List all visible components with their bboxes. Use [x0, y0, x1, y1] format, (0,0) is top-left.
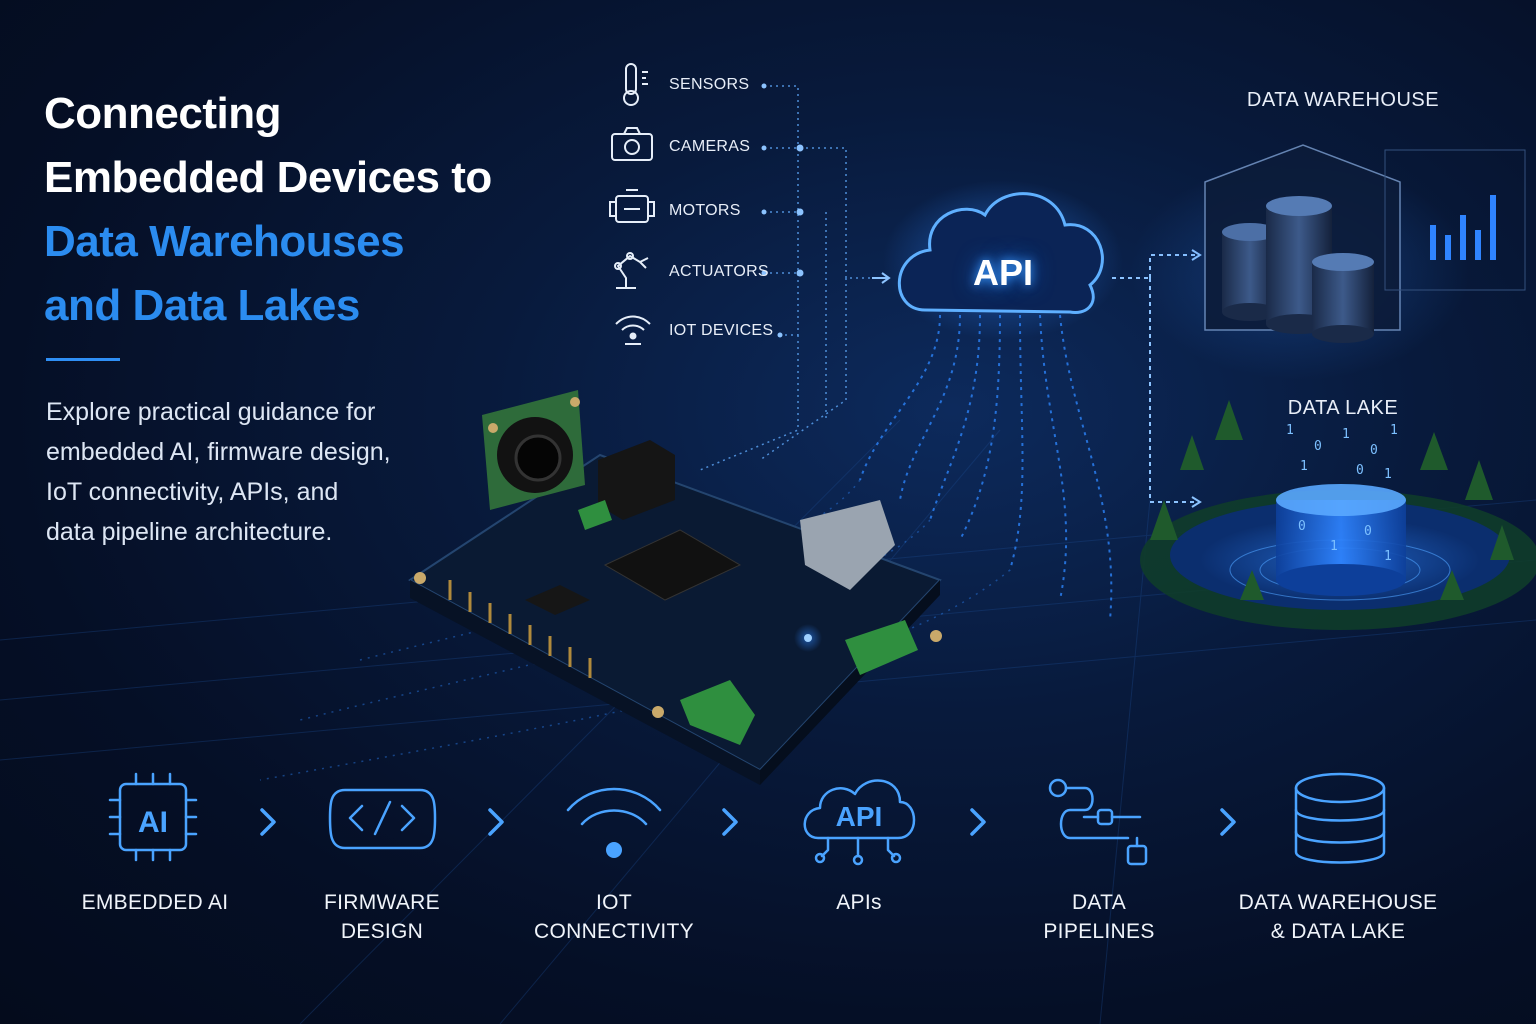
ai-chip-icon [108, 772, 198, 862]
step-embedded-ai: EMBEDDED AI [35, 888, 275, 917]
title-highlight-line: Data Warehouses [44, 217, 405, 266]
bit: 1 [1384, 467, 1392, 482]
step-label-line: & DATA LAKE [1270, 920, 1406, 943]
title-line: Connecting [44, 89, 281, 138]
source-label-sensors: SENSORS [669, 76, 750, 93]
step-label-line: IOT [596, 891, 632, 914]
ai-chip-text: AI [138, 806, 168, 839]
api-cloud-shape [883, 180, 1123, 340]
step-label-line: DESIGN [340, 920, 424, 943]
motor-icon [609, 189, 655, 223]
chevron-right-icon [260, 808, 1236, 836]
step-label-line: FIRMWARE [324, 891, 440, 914]
source-label-iot-devices: IOT DEVICES [669, 322, 774, 339]
step-label-line: APIs [836, 891, 882, 914]
step-label-line: CONNECTIVITY [534, 920, 694, 943]
step-apis: APIs [739, 888, 979, 917]
bit: 1 [1330, 539, 1338, 554]
step-label-line: DATA WAREHOUSE [1238, 891, 1438, 914]
warehouse-building [1130, 144, 1526, 380]
embedded-board-illustration [408, 390, 942, 785]
api-cloud-icon [803, 779, 916, 866]
bit: 0 [1370, 443, 1378, 458]
pipeline-icon [1048, 778, 1148, 866]
data-lake-island [1140, 400, 1536, 630]
database-icon [1294, 772, 1386, 864]
bit: 0 [1356, 463, 1364, 478]
bit: 1 [1390, 423, 1398, 438]
title-divider [46, 358, 120, 361]
page-title: Connecting Embedded Devices to Data Ware… [44, 82, 492, 338]
api-icon-text: API [836, 801, 883, 832]
intro-paragraph: Explore practical guidance for embedded … [46, 392, 466, 552]
source-label-motors: MOTORS [669, 202, 741, 219]
step-data-pipelines: DATA PIPELINES [979, 888, 1219, 946]
wifi-dot [606, 842, 622, 858]
binary-stream: 1 0 1 0 1 1 0 1 0 1 0 1 [1286, 423, 1398, 564]
wifi-icon [615, 315, 651, 345]
bit: 0 [1314, 439, 1322, 454]
step-data-warehouse-lake: DATA WAREHOUSE & DATA LAKE [1218, 888, 1458, 946]
step-firmware-design: FIRMWARE DESIGN [262, 888, 502, 946]
source-icons [609, 63, 655, 345]
camera-icon [611, 127, 653, 161]
code-icon [328, 788, 437, 850]
source-label-cameras: CAMERAS [669, 138, 751, 155]
bit: 1 [1300, 459, 1308, 474]
bit: 0 [1298, 519, 1306, 534]
bit: 1 [1286, 423, 1294, 438]
step-label-line: EMBEDDED AI [81, 891, 229, 914]
steps-icon-row: AI API [108, 772, 1386, 866]
data-warehouse-label: DATA WAREHOUSE [1246, 89, 1440, 111]
api-cloud-label: API [972, 252, 1034, 293]
source-label-actuators: ACTUATORS [669, 263, 769, 280]
step-iot-connectivity: IOT CONNECTIVITY [494, 888, 734, 946]
intro-line: Explore practical guidance for [46, 398, 376, 426]
bit: 1 [1342, 427, 1350, 442]
step-label-line: DATA [1071, 891, 1127, 914]
thermometer-icon [623, 63, 648, 106]
robot-arm-icon [614, 252, 649, 289]
intro-line: embedded AI, firmware design, [46, 438, 391, 466]
intro-line: IoT connectivity, APIs, and [46, 478, 339, 506]
step-label-line: PIPELINES [1043, 920, 1155, 943]
title-line: Embedded Devices to [44, 153, 492, 202]
intro-line: data pipeline architecture. [46, 518, 333, 546]
bit: 1 [1384, 549, 1392, 564]
data-lake-label: DATA LAKE [1287, 397, 1399, 419]
bit: 0 [1364, 524, 1372, 539]
title-highlight-line: and Data Lakes [44, 281, 360, 330]
wifi-icon [566, 787, 662, 826]
